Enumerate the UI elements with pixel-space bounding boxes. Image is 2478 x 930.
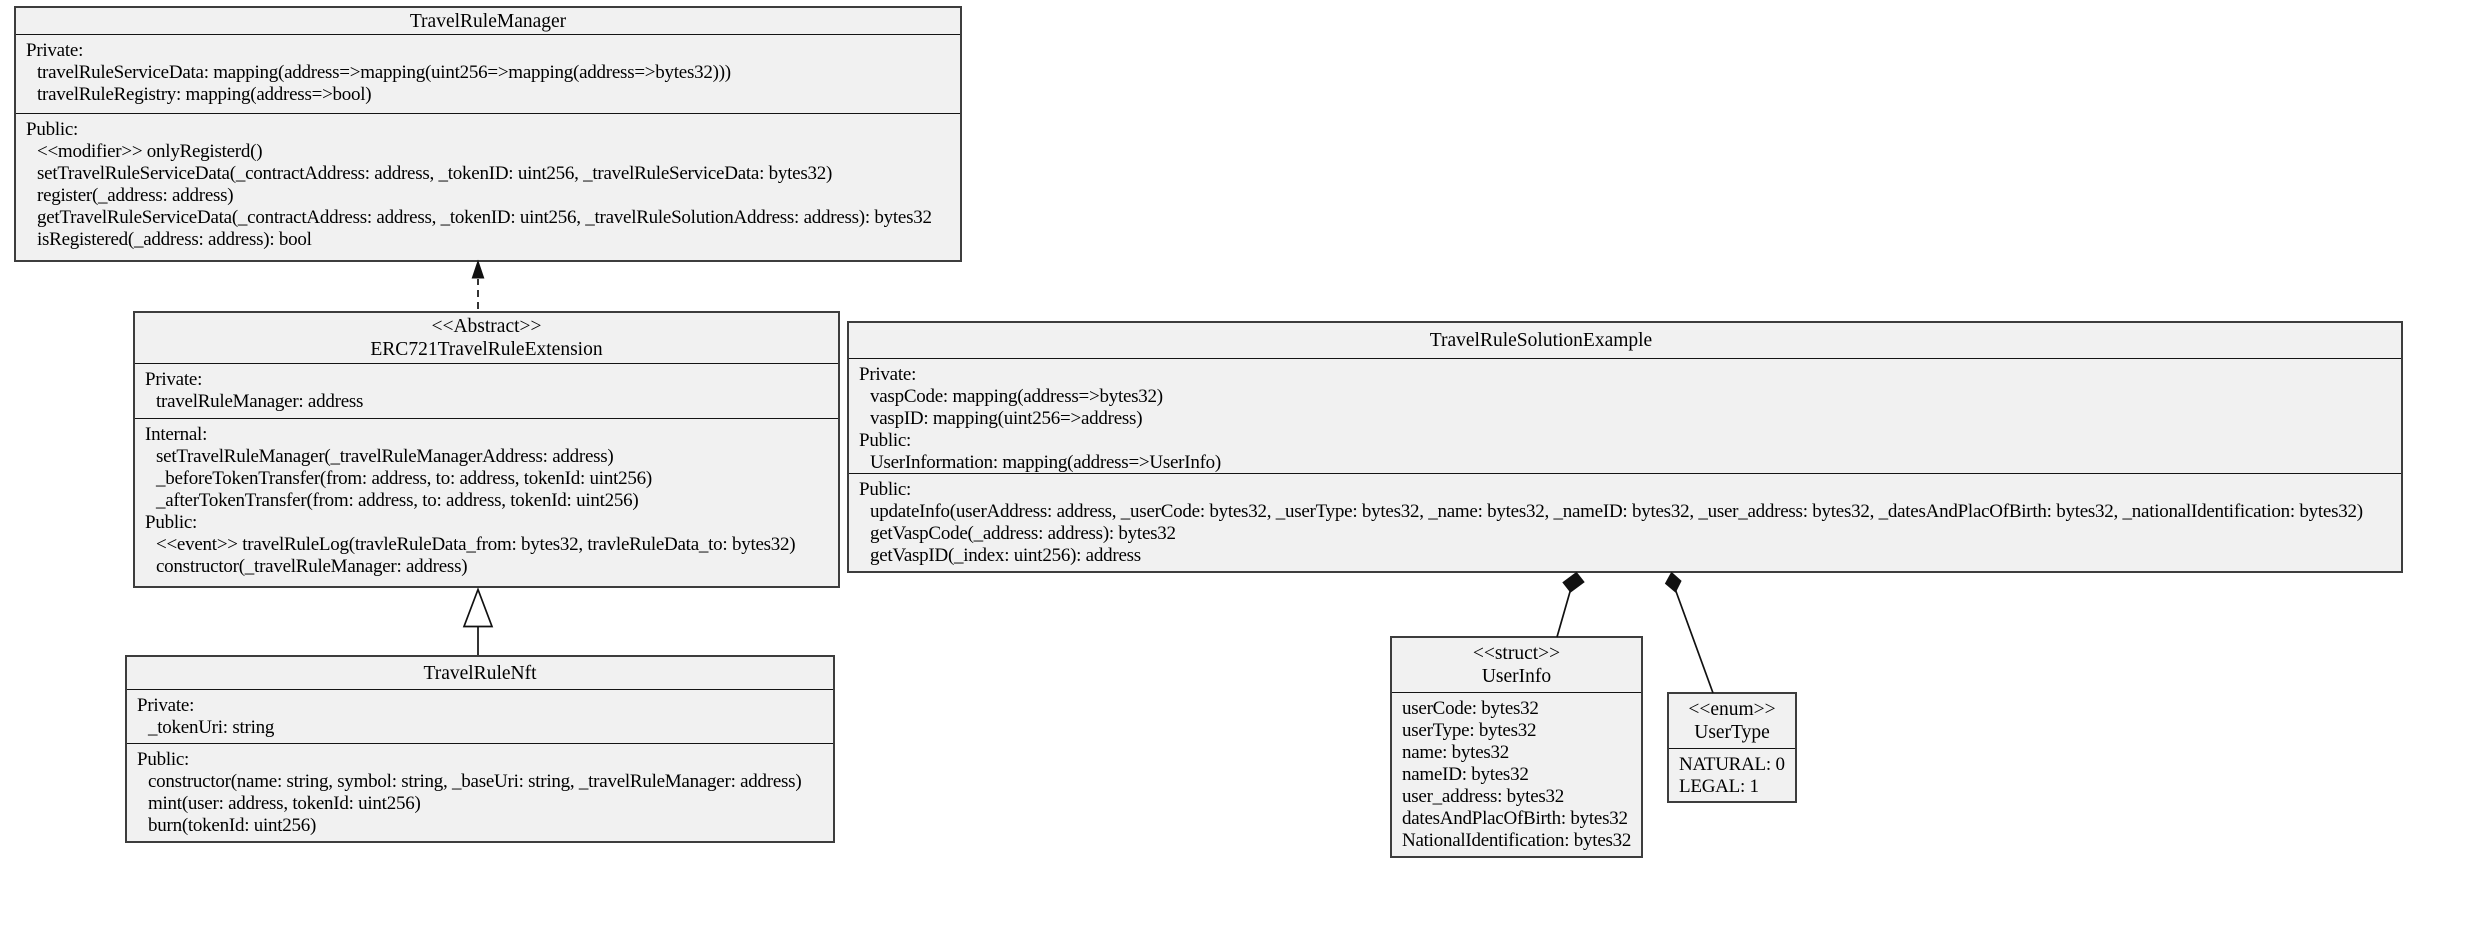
section-label: Private: (145, 369, 203, 390)
class-name: TravelRuleManager (409, 10, 567, 32)
method-line: getVaspCode(_address: address): bytes32 (870, 523, 1176, 544)
attribute-line: travelRuleRegistry: mapping(address=>boo… (37, 84, 372, 105)
dependency-arrow-extension-to-manager (471, 259, 485, 309)
class-name: TravelRuleSolutionExample (1429, 330, 1653, 351)
composition-edge-solution-to-userinfo (1556, 571, 1585, 638)
method-line: setTravelRuleManager(_travelRuleManagerA… (156, 446, 614, 467)
class-travel-rule-nft: TravelRuleNft Private: _tokenUri: string… (125, 655, 835, 843)
section-label: Public: (145, 512, 198, 533)
section-label: Public: (859, 430, 912, 451)
class-name: ERC721TravelRuleExtension (370, 339, 603, 360)
class-header: <<struct>> UserInfo (1392, 638, 1641, 693)
field-line: user_address: bytes32 (1402, 786, 1565, 807)
class-header: <<Abstract>> ERC721TravelRuleExtension (135, 313, 838, 364)
method-line: mint(user: address, tokenId: uint256) (148, 793, 421, 814)
method-line: burn(tokenId: uint256) (148, 815, 317, 836)
values-compartment: NATURAL: 0 LEGAL: 1 (1669, 749, 1795, 801)
enum-value-line: LEGAL: 1 (1679, 776, 1759, 797)
section-label: Public: (26, 119, 79, 140)
field-line: name: bytes32 (1402, 742, 1510, 763)
attributes-compartment: Private: travelRuleManager: address (135, 364, 838, 419)
section-label: Private: (26, 40, 84, 61)
method-line: register(_address: address) (37, 185, 234, 206)
method-line: getVaspID(_index: uint256): address (870, 545, 1141, 566)
hollow-triangle-icon (462, 587, 494, 628)
attribute-line: UserInformation: mapping(address=>UserIn… (870, 452, 1221, 473)
method-line: constructor(name: string, symbol: string… (148, 771, 802, 792)
class-name: UserInfo (1481, 666, 1552, 687)
field-line: userCode: bytes32 (1402, 698, 1539, 719)
class-header: TravelRuleNft (127, 657, 833, 690)
method-line: _afterTokenTransfer(from: address, to: a… (156, 490, 639, 511)
class-header: TravelRuleManager (16, 8, 960, 35)
class-name: TravelRuleNft (423, 662, 537, 684)
generalization-arrow-nft-to-extension (462, 587, 494, 655)
class-header: <<enum>> UserType (1669, 694, 1795, 749)
class-stereotype: <<enum>> (1688, 699, 1776, 720)
field-line: NationalIdentification: bytes32 (1402, 830, 1632, 851)
class-stereotype: <<struct>> (1472, 643, 1561, 664)
field-line: userType: bytes32 (1402, 720, 1537, 741)
method-line: updateInfo(userAddress: address, _userCo… (870, 501, 2363, 522)
class-stereotype: <<Abstract>> (431, 316, 542, 337)
filled-diamond-icon (1664, 571, 1682, 593)
method-line: isRegistered(_address: address): bool (37, 229, 312, 250)
class-erc721-travel-rule-extension: <<Abstract>> ERC721TravelRuleExtension P… (133, 311, 840, 588)
enum-value-line: NATURAL: 0 (1679, 754, 1785, 775)
struct-user-info: <<struct>> UserInfo userCode: bytes32 us… (1390, 636, 1643, 858)
methods-compartment: Public: constructor(name: string, symbol… (127, 744, 833, 841)
section-label: Private: (137, 695, 195, 716)
class-header: TravelRuleSolutionExample (849, 323, 2401, 359)
enum-user-type: <<enum>> UserType NATURAL: 0 LEGAL: 1 (1667, 692, 1797, 803)
method-line: <<modifier>> onlyRegisterd() (37, 141, 263, 162)
attribute-line: travelRuleServiceData: mapping(address=>… (37, 62, 731, 83)
class-travel-rule-solution-example: TravelRuleSolutionExample Private: vaspC… (847, 321, 2403, 573)
method-line: <<event>> travelRuleLog(travleRuleData_f… (156, 534, 796, 555)
method-line: setTravelRuleServiceData(_contractAddres… (37, 163, 833, 184)
class-travel-rule-manager: TravelRuleManager Private: travelRuleSer… (14, 6, 962, 262)
filled-diamond-icon (1562, 571, 1585, 593)
field-line: datesAndPlacOfBirth: bytes32 (1402, 808, 1628, 829)
attributes-compartment: Private: _tokenUri: string (127, 690, 833, 744)
field-line: nameID: bytes32 (1402, 764, 1529, 785)
section-label: Public: (859, 479, 912, 500)
attributes-compartment: Private: vaspCode: mapping(address=>byte… (849, 359, 2401, 474)
attribute-line: travelRuleManager: address (156, 391, 364, 412)
section-label: Public: (137, 749, 190, 770)
filled-arrowhead-icon (471, 259, 485, 279)
method-line: constructor(_travelRuleManager: address) (156, 556, 468, 577)
class-name: UserType (1694, 722, 1770, 743)
fields-compartment: userCode: bytes32 userType: bytes32 name… (1392, 693, 1641, 856)
method-line: getTravelRuleServiceData(_contractAddres… (37, 207, 932, 228)
composition-edge-solution-to-usertype (1664, 571, 1714, 694)
attribute-line: _tokenUri: string (148, 717, 275, 738)
methods-compartment: Internal: setTravelRuleManager(_travelRu… (135, 419, 838, 586)
attribute-line: vaspCode: mapping(address=>bytes32) (870, 386, 1163, 407)
attribute-line: vaspID: mapping(uint256=>address) (870, 408, 1143, 429)
attributes-compartment: Private: travelRuleServiceData: mapping(… (16, 35, 960, 114)
methods-compartment: Public: updateInfo(userAddress: address,… (849, 474, 2401, 571)
section-label: Internal: (145, 424, 208, 445)
methods-compartment: Public: <<modifier>> onlyRegisterd() set… (16, 114, 960, 260)
section-label: Private: (859, 364, 917, 385)
method-line: _beforeTokenTransfer(from: address, to: … (156, 468, 652, 489)
